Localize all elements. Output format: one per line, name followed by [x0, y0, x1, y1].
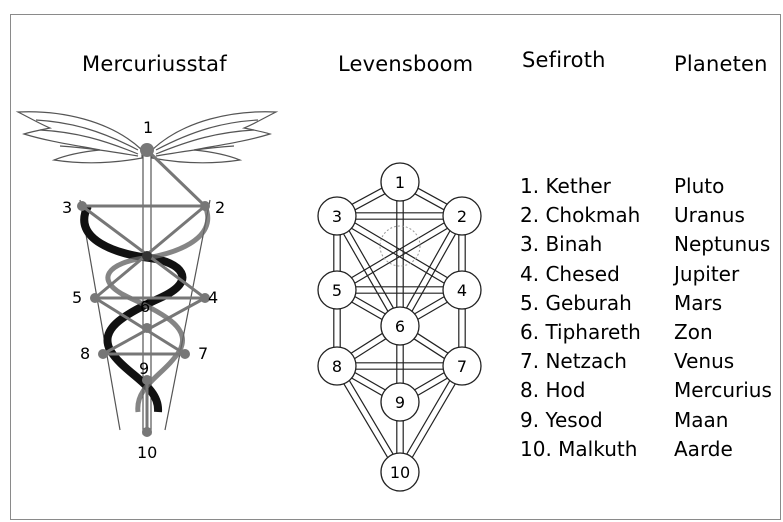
- sefira-item: 6. Tiphareth: [520, 318, 641, 347]
- sefira-item: 7. Netzach: [520, 347, 641, 376]
- planet-item: Jupiter: [674, 260, 772, 289]
- planeten-list: Pluto Uranus Neptunus Jupiter Mars Zon V…: [674, 172, 772, 464]
- sefira-item: 8. Hod: [520, 376, 641, 405]
- tree-label-4: 4: [457, 281, 467, 300]
- tree-label-2: 2: [457, 207, 467, 226]
- sefira-item: 9. Yesod: [520, 406, 641, 435]
- tree-label-1: 1: [395, 173, 405, 192]
- planet-item: Zon: [674, 318, 772, 347]
- tree-label-3: 3: [332, 207, 342, 226]
- sefira-item: 5. Geburah: [520, 289, 641, 318]
- daath-circle: [380, 226, 420, 266]
- planet-item: Neptunus: [674, 230, 772, 259]
- planet-item: Maan: [674, 406, 772, 435]
- sefiroth-list: 1. Kether 2. Chokmah 3. Binah 4. Chesed …: [520, 172, 641, 464]
- tree-label-6: 6: [395, 317, 405, 336]
- tree-label-9: 9: [395, 393, 405, 412]
- planet-item: Venus: [674, 347, 772, 376]
- tree-label-5: 5: [332, 281, 342, 300]
- planet-item: Mars: [674, 289, 772, 318]
- planet-item: Uranus: [674, 201, 772, 230]
- planet-item: Aarde: [674, 435, 772, 464]
- sefira-item: 4. Chesed: [520, 260, 641, 289]
- sefira-item: 10. Malkuth: [520, 435, 641, 464]
- sefira-item: 3. Binah: [520, 230, 641, 259]
- tree-label-7: 7: [457, 357, 467, 376]
- sefira-item: 2. Chokmah: [520, 201, 641, 230]
- tree-label-8: 8: [332, 357, 342, 376]
- planet-item: Pluto: [674, 172, 772, 201]
- planet-item: Mercurius: [674, 376, 772, 405]
- tree-label-10: 10: [390, 463, 410, 482]
- sefira-item: 1. Kether: [520, 172, 641, 201]
